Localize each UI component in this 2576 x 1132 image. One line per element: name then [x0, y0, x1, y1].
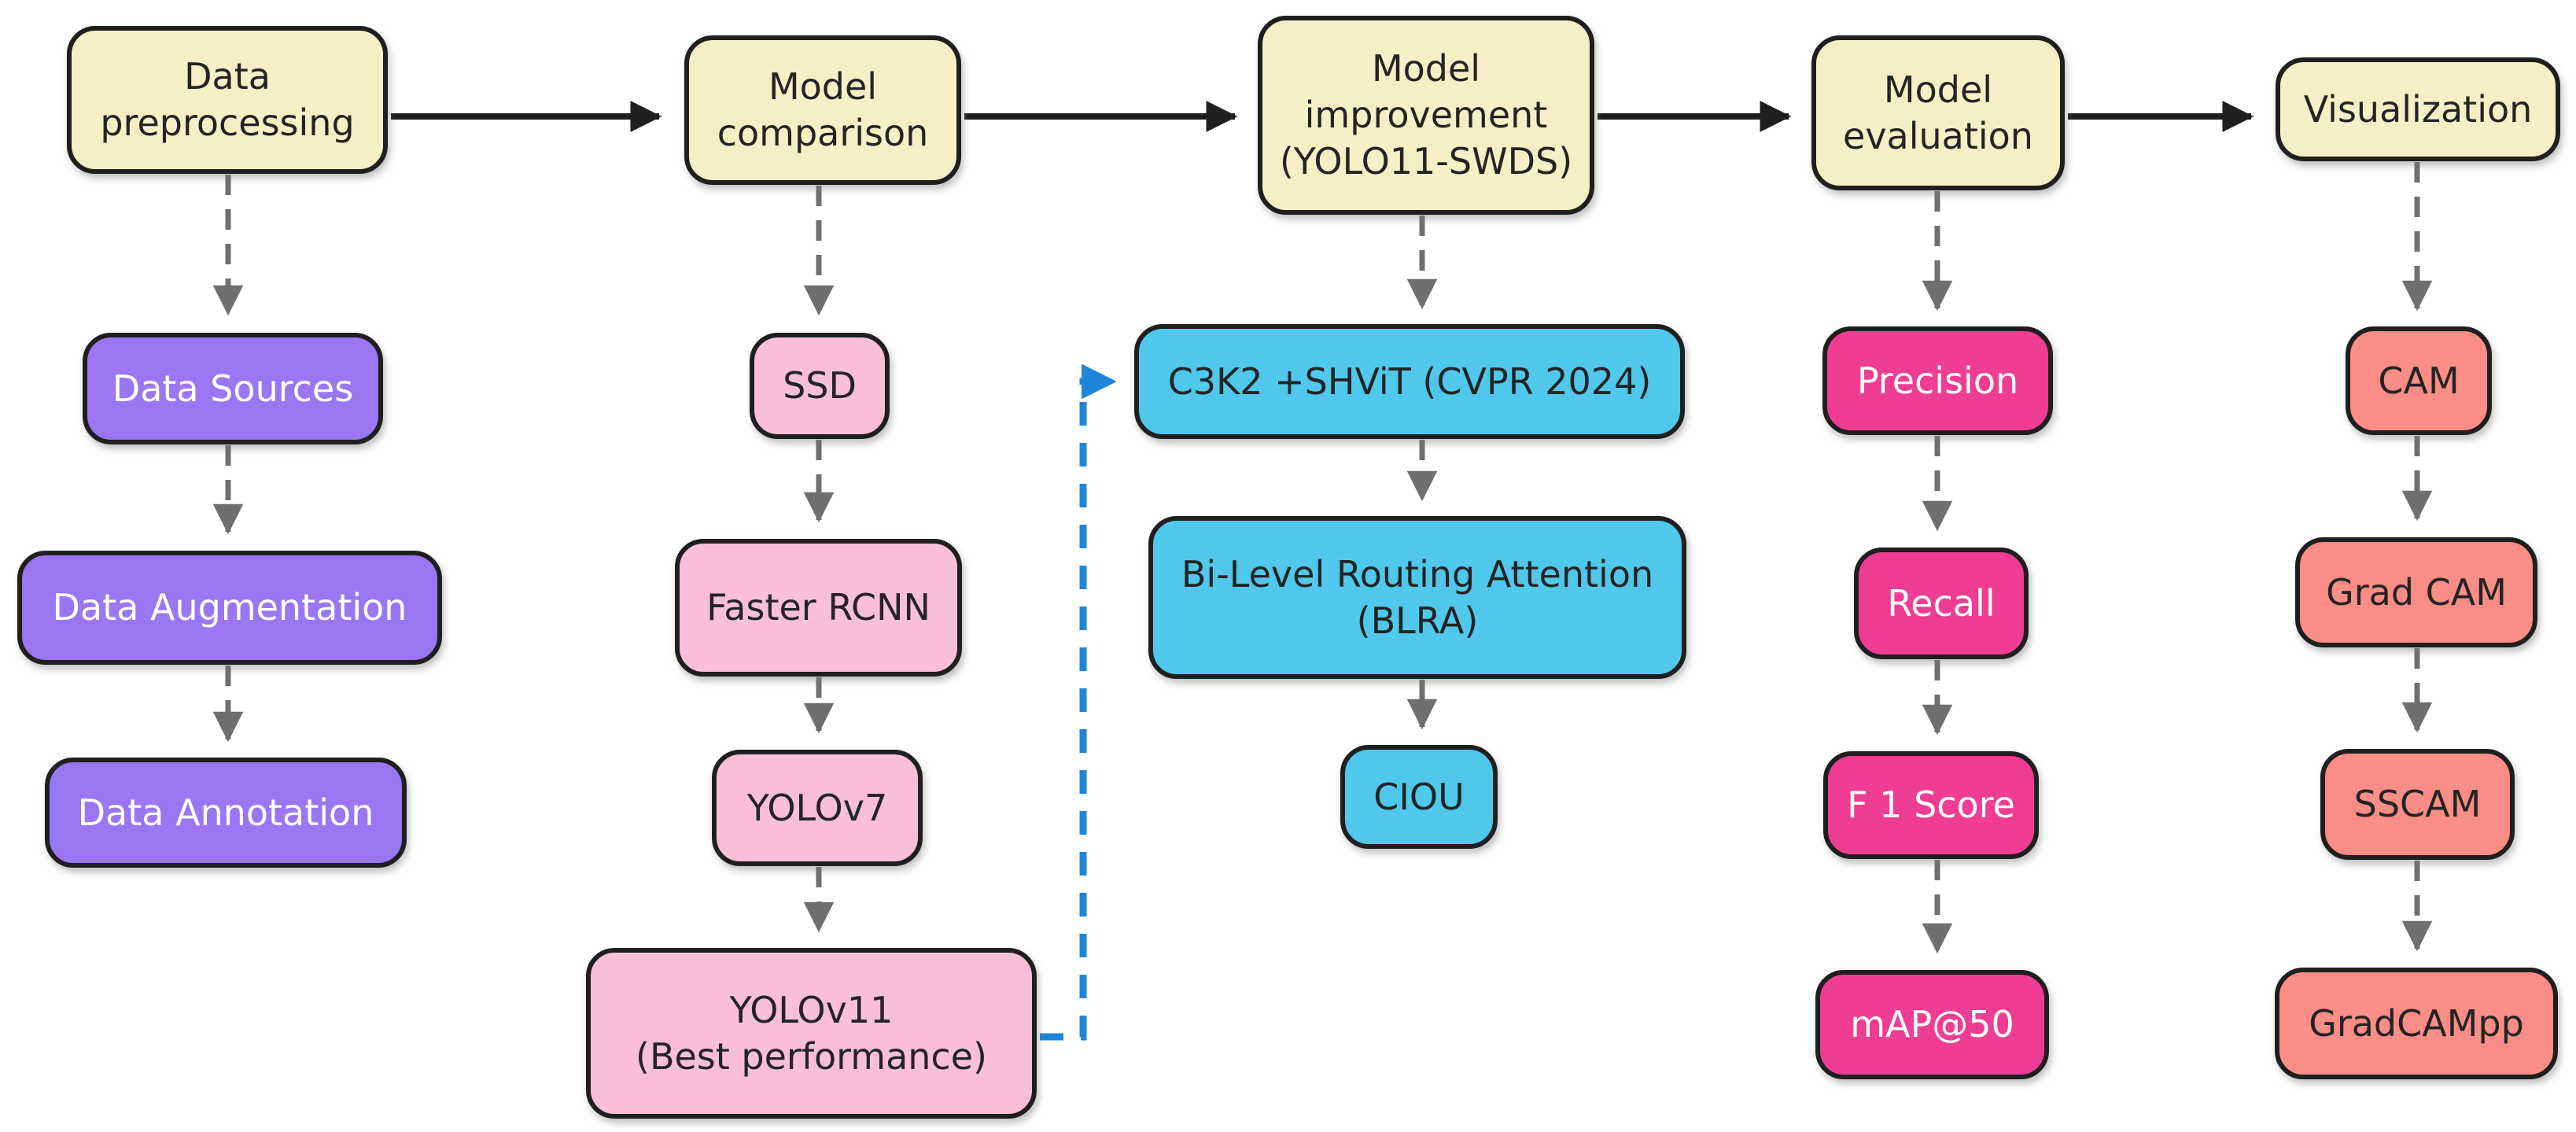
node-label: CIOU [1373, 775, 1465, 818]
node-label: Data preprocessing [100, 55, 355, 144]
node-cam: CAM [2346, 326, 2492, 435]
node-label: Precision [1856, 359, 2019, 402]
node-label: C3K2 +SHViT (CVPR 2024) [1167, 360, 1652, 403]
node-label: Grad CAM [2326, 570, 2507, 614]
node-label: Bi-Level Routing Attention (BLRA) [1181, 552, 1654, 642]
node-map50: mAP@50 [1815, 970, 2049, 1079]
node-visualization: Visualization [2276, 57, 2560, 161]
node-label: mAP@50 [1850, 1003, 2014, 1046]
node-model-improvement: Model improvement (YOLO11-SWDS) [1258, 16, 1594, 215]
node-sscam: SSCAM [2320, 749, 2515, 860]
node-label: SSCAM [2353, 783, 2482, 826]
node-label: YOLOv7 [746, 786, 888, 829]
node-f1-score: F 1 Score [1823, 751, 2039, 859]
node-yolov11: YOLOv11 (Best performance) [586, 948, 1037, 1119]
node-label: Visualization [2303, 87, 2533, 131]
node-label: Data Augmentation [52, 586, 407, 629]
node-data-sources: Data Sources [83, 333, 383, 444]
node-label: Recall [1887, 581, 1996, 625]
node-label: Data Sources [112, 367, 354, 410]
node-yolov7: YOLOv7 [712, 750, 923, 866]
node-precision: Precision [1822, 326, 2053, 435]
node-label: YOLOv11 (Best performance) [636, 988, 987, 1078]
node-recall: Recall [1854, 548, 2029, 659]
node-label: GradCAMpp [2309, 1001, 2524, 1045]
node-label: Model comparison [717, 65, 929, 154]
node-label: Model improvement (YOLO11-SWDS) [1279, 47, 1573, 183]
node-label: SSD [783, 364, 857, 407]
node-label: Faster RCNN [706, 586, 931, 629]
node-gradcampp: GradCAMpp [2275, 968, 2558, 1079]
node-c3k2-shvit: C3K2 +SHViT (CVPR 2024) [1134, 324, 1685, 439]
node-ciou: CIOU [1340, 745, 1498, 849]
arrow-yolov11-to-c3k2 [1040, 363, 1117, 1041]
node-model-evaluation: Model evaluation [1811, 35, 2065, 190]
node-data-augmentation: Data Augmentation [17, 551, 442, 665]
node-model-comparison: Model comparison [684, 35, 961, 185]
node-label: Data Annotation [77, 791, 374, 834]
node-ssd: SSD [750, 333, 890, 439]
node-data-annotation: Data Annotation [45, 758, 407, 868]
node-faster-rcnn: Faster RCNN [675, 539, 962, 677]
node-grad-cam: Grad CAM [2295, 537, 2537, 647]
node-label: CAM [2378, 359, 2460, 402]
node-blra: Bi-Level Routing Attention (BLRA) [1148, 516, 1686, 679]
node-label: F 1 Score [1847, 784, 2015, 827]
node-label: Model evaluation [1843, 68, 2033, 157]
node-data-preprocessing: Data preprocessing [67, 26, 388, 174]
